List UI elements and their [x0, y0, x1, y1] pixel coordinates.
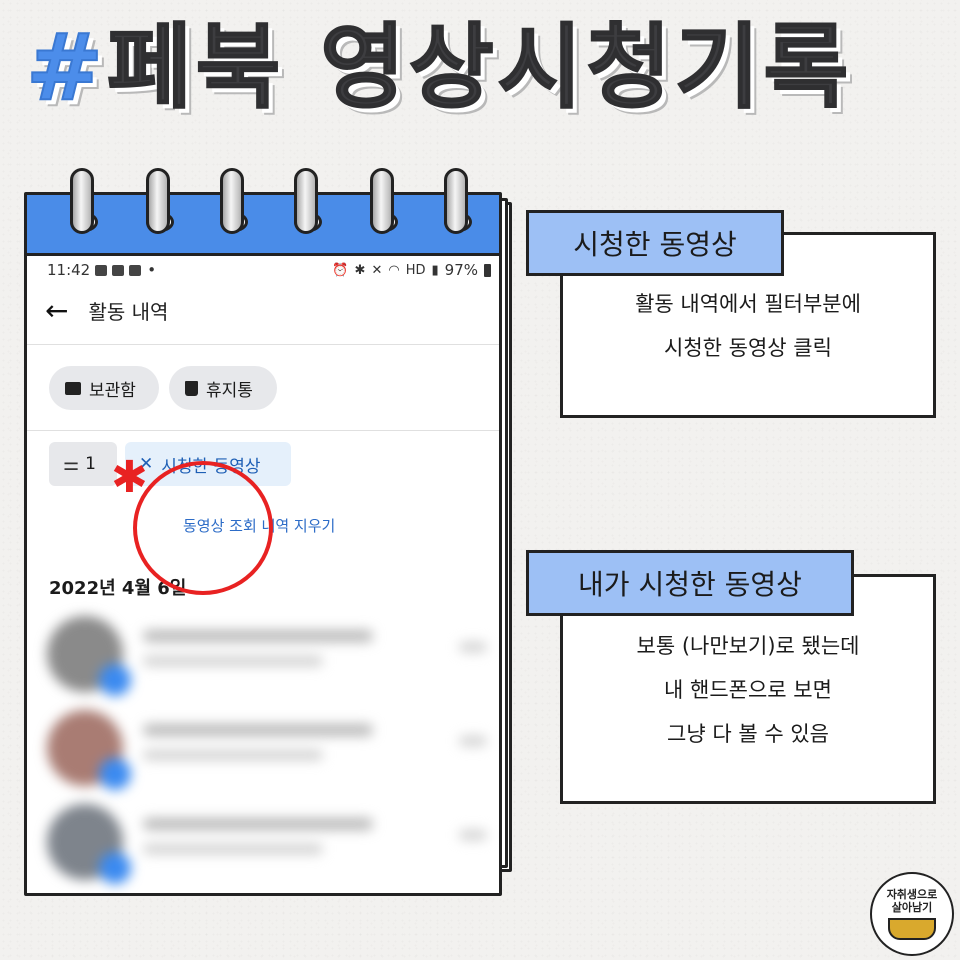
- date-heading: 2022년 4월 6일: [49, 578, 187, 599]
- logo-text: 살아남기: [891, 901, 933, 914]
- trash-button[interactable]: 휴지통: [169, 366, 277, 410]
- brand-logo: 자취생으로 살아남기: [870, 872, 954, 956]
- more-options-icon[interactable]: [459, 830, 487, 840]
- highlight-star-icon: ✱: [111, 452, 148, 503]
- video-badge-icon: [99, 852, 131, 884]
- list-item[interactable]: [47, 804, 487, 884]
- status-time: 11:42: [47, 261, 91, 279]
- status-bar: 11:42 • ⏰ ✱ ✕ ◠ HD ▮ 97%: [47, 260, 491, 280]
- blurred-subtitle: [143, 844, 323, 854]
- hd-voice-icon: HD: [405, 262, 426, 278]
- message-icon: [112, 264, 125, 276]
- callout-tag-my-videos: 내가 시청한 동영상: [526, 550, 854, 616]
- trash-icon: [185, 380, 198, 396]
- blurred-title: [143, 724, 373, 736]
- phone-screen: 11:42 • ⏰ ✱ ✕ ◠ HD ▮ 97% ← 활동 내역 보관함: [27, 256, 499, 893]
- back-arrow-icon[interactable]: ←: [45, 293, 69, 327]
- callout-line: 활동 내역에서 필터부분에: [635, 292, 861, 316]
- battery-percent: 97%: [444, 261, 478, 279]
- callout-line: 보통 (나만보기)로 됐는데: [636, 634, 860, 658]
- blurred-subtitle: [143, 750, 323, 760]
- notebook-binding-bar: [27, 195, 499, 256]
- binder-ring: [146, 168, 170, 234]
- signal-icon: ▮: [431, 262, 439, 278]
- highlight-circle: [133, 461, 273, 595]
- callout-line: 그냥 다 볼 수 있음: [667, 722, 829, 746]
- dot-icon: •: [147, 261, 157, 279]
- more-options-icon[interactable]: [459, 736, 487, 746]
- app-header: ← 활동 내역: [45, 296, 168, 325]
- notebook-frame: 11:42 • ⏰ ✱ ✕ ◠ HD ▮ 97% ← 활동 내역 보관함: [24, 192, 502, 896]
- trash-label: 휴지통: [206, 380, 253, 401]
- pot-icon: [888, 918, 936, 941]
- binder-ring: [70, 168, 94, 234]
- headline-text: 페북 영상시청기록: [106, 14, 853, 121]
- blurred-subtitle: [143, 656, 323, 666]
- blurred-title: [143, 630, 373, 642]
- battery-icon: [484, 263, 491, 277]
- header-divider: [27, 344, 499, 345]
- binder-ring: [370, 168, 394, 234]
- alarm-icon: ⏰: [332, 262, 349, 278]
- blurred-title: [143, 818, 373, 830]
- chat-icon: [129, 264, 142, 276]
- video-badge-icon: [99, 758, 131, 790]
- filter-button[interactable]: ⚌ 1: [49, 442, 117, 486]
- video-badge-icon: [99, 664, 131, 696]
- archive-button[interactable]: 보관함: [49, 366, 159, 410]
- page-title: 활동 내역: [88, 300, 169, 324]
- close-icon[interactable]: ✕: [139, 454, 154, 474]
- headline-title: #페북 영상시청기록: [25, 21, 852, 115]
- archive-icon: [65, 381, 81, 395]
- chips-divider: [27, 430, 499, 431]
- wifi-icon: ◠: [388, 262, 400, 278]
- archive-label: 보관함: [89, 380, 136, 401]
- callout-line: 시청한 동영상 클릭: [664, 336, 832, 360]
- bluetooth-icon: ✱: [354, 262, 366, 278]
- list-item[interactable]: [47, 616, 487, 696]
- hashtag-symbol: #: [25, 14, 108, 121]
- binder-ring: [220, 168, 244, 234]
- callout-line: 내 핸드폰으로 보면: [664, 678, 832, 702]
- more-options-icon[interactable]: [459, 642, 487, 652]
- sliders-icon: ⚌: [63, 453, 79, 475]
- callout-tag-watched: 시청한 동영상: [526, 210, 784, 276]
- binder-ring: [294, 168, 318, 234]
- list-item[interactable]: [47, 710, 487, 790]
- logo-text: 자취생으로: [886, 887, 938, 901]
- binder-ring: [444, 168, 468, 234]
- filter-count: 1: [85, 454, 96, 474]
- gallery-icon: [95, 264, 108, 276]
- mute-icon: ✕: [371, 262, 383, 278]
